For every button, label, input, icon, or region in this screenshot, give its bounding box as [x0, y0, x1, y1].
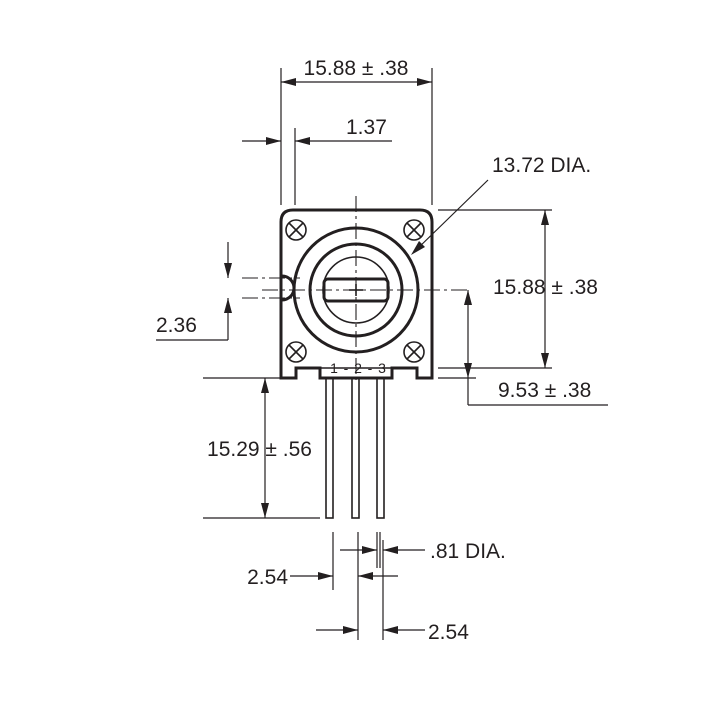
- pin-extension-lines: [332, 532, 384, 640]
- center-height-label: 9.53 ± .38: [498, 379, 591, 402]
- dim-body-height: 15.88 ± .38: [438, 209, 598, 369]
- pin-label-2: 2: [354, 360, 362, 376]
- dim-knob-diameter: 13.72 DIA.: [411, 154, 591, 255]
- pin-separator-2: -: [368, 360, 373, 376]
- notch-height-label: 2.36: [156, 314, 197, 337]
- center-lines: [242, 196, 470, 380]
- mounting-screws: [285, 219, 425, 363]
- terminal-pins: [325, 377, 385, 519]
- mount-offset-label: 1.37: [346, 116, 387, 139]
- pin-1: [325, 377, 334, 519]
- screw-top-right-icon: [403, 219, 425, 241]
- pin-separator-1: -: [344, 360, 349, 376]
- dim-pin-spacing-left: 2.54: [247, 566, 398, 589]
- pin-2: [351, 377, 360, 519]
- knob-diameter-label: 13.72 DIA.: [492, 154, 591, 177]
- screw-bottom-right-icon: [403, 341, 425, 363]
- dim-mount-offset: 1.37: [242, 116, 392, 205]
- screw-bottom-left-icon: [285, 341, 307, 363]
- body-outline: [279, 208, 434, 380]
- pin-numbering: 1 - 2 - 3: [330, 360, 386, 376]
- dim-pin-length: 15.29 ± .56: [203, 377, 320, 519]
- pin-spacing-left-label: 2.54: [247, 566, 288, 589]
- pin-label-1: 1: [330, 360, 338, 376]
- dim-pin-diameter: .81 DIA.: [340, 540, 506, 563]
- pin-label-3: 3: [378, 360, 386, 376]
- pin-diameter-label: .81 DIA.: [430, 540, 506, 563]
- dim-body-width: 15.88 ± .38: [280, 57, 433, 205]
- pin-spacing-right-label: 2.54: [428, 621, 469, 644]
- screw-top-left-icon: [285, 219, 307, 241]
- dim-pin-spacing-right: 2.54: [316, 621, 469, 644]
- dim-notch-height: 2.36: [156, 242, 232, 341]
- dim-center-height: 9.53 ± .38: [438, 290, 608, 406]
- body-height-label: 15.88 ± .38: [493, 276, 598, 299]
- body-width-label: 15.88 ± .38: [304, 57, 409, 80]
- pin-3: [376, 377, 385, 519]
- pin-length-label: 15.29 ± .56: [207, 438, 312, 461]
- side-notch: [281, 274, 296, 302]
